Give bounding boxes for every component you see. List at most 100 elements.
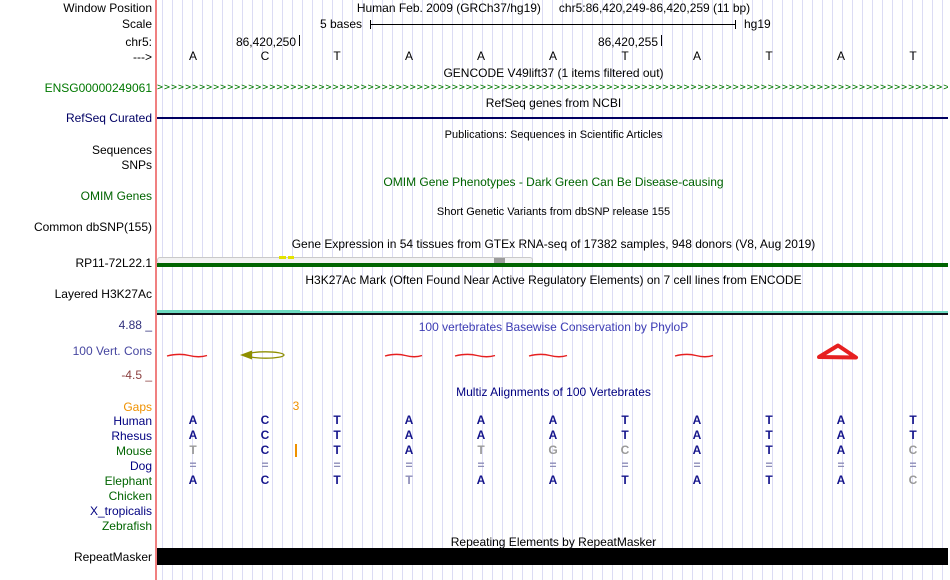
sequence-base: T bbox=[333, 49, 341, 63]
gtex-yellow-mark-1 bbox=[279, 256, 286, 259]
insertion-bar bbox=[295, 444, 297, 457]
label-layered-h3k27ac[interactable]: Layered H3K27Ac bbox=[54, 287, 152, 301]
align-base: A bbox=[836, 428, 846, 442]
label-species-mouse[interactable]: Mouse bbox=[115, 444, 152, 458]
grid-line bbox=[412, 0, 413, 580]
title-refseq: RefSeq genes from NCBI bbox=[485, 96, 622, 110]
label-species-xtropicalis[interactable]: X_tropicalis bbox=[89, 504, 152, 518]
grid-line bbox=[662, 0, 663, 580]
label-omim-genes[interactable]: OMIM Genes bbox=[80, 189, 152, 203]
label-gtex-gene[interactable]: RP11-72L22.1 bbox=[75, 256, 153, 270]
label-sequences[interactable]: Sequences bbox=[91, 143, 152, 157]
grid-line bbox=[162, 0, 163, 580]
grid-line bbox=[222, 0, 223, 580]
grid-line bbox=[492, 0, 493, 580]
align-base: T bbox=[765, 413, 773, 427]
gap-count: 3 bbox=[292, 399, 300, 413]
title-repeatmasker: Repeating Elements by RepeatMasker bbox=[450, 535, 657, 549]
grid-line bbox=[182, 0, 183, 580]
grid-line bbox=[812, 0, 813, 580]
grid-line bbox=[842, 0, 843, 580]
grid-line bbox=[442, 0, 443, 580]
phylop-dip bbox=[166, 353, 208, 358]
label-species-dog[interactable]: Dog bbox=[129, 459, 152, 473]
grid-line bbox=[622, 0, 623, 580]
label-species-rhesus[interactable]: Rhesus bbox=[111, 429, 152, 443]
gtex-range-handle[interactable] bbox=[494, 258, 505, 264]
position-range: chr5:86,420,249-86,420,259 (11 bp) bbox=[558, 1, 751, 15]
grid-line bbox=[292, 0, 293, 580]
align-base: A bbox=[476, 413, 486, 427]
label-species-zebrafish[interactable]: Zebrafish bbox=[101, 519, 152, 533]
align-base: A bbox=[836, 473, 846, 487]
phylop-dip bbox=[674, 353, 714, 358]
grid-line bbox=[942, 0, 943, 580]
label-scale: Scale bbox=[121, 17, 152, 31]
align-base: A bbox=[548, 473, 558, 487]
grid-line bbox=[432, 0, 433, 580]
align-base: C bbox=[908, 443, 918, 457]
label-refseq-curated[interactable]: RefSeq Curated bbox=[65, 111, 152, 125]
grid-line bbox=[202, 0, 203, 580]
align-base: = bbox=[621, 458, 629, 472]
align-base: A bbox=[836, 443, 846, 457]
coord-right: 86,420,255 bbox=[597, 35, 658, 49]
assembly-title: Human Feb. 2009 (GRCh37/hg19) bbox=[356, 1, 541, 15]
gtex-gene-bar[interactable] bbox=[157, 263, 948, 267]
align-base: C bbox=[908, 473, 918, 487]
align-base: T bbox=[189, 443, 197, 457]
grid-line bbox=[732, 0, 733, 580]
label-separator bbox=[155, 0, 157, 580]
grid-line bbox=[892, 0, 893, 580]
gencode-gene-arrows[interactable]: >>>>>>>>>>>>>>>>>>>>>>>>>>>>>>>>>>>>>>>>… bbox=[157, 82, 948, 93]
sequence-base: A bbox=[476, 49, 486, 63]
title-h3k27ac: H3K27Ac Mark (Often Found Near Active Re… bbox=[305, 273, 802, 287]
align-base: A bbox=[404, 413, 414, 427]
align-base: A bbox=[692, 413, 702, 427]
align-base: T bbox=[333, 428, 341, 442]
align-base: A bbox=[692, 443, 702, 457]
grid-line bbox=[382, 0, 383, 580]
label-species-elephant[interactable]: Elephant bbox=[104, 474, 152, 488]
repeatmasker-bar[interactable] bbox=[157, 548, 948, 565]
coord-left: 86,420,250 bbox=[235, 35, 296, 49]
grid-line bbox=[322, 0, 323, 580]
label-species-chicken[interactable]: Chicken bbox=[108, 489, 152, 503]
grid-line bbox=[582, 0, 583, 580]
align-base: C bbox=[260, 413, 270, 427]
sequence-base: T bbox=[621, 49, 629, 63]
align-base: A bbox=[692, 473, 702, 487]
label-snps[interactable]: SNPs bbox=[121, 158, 152, 172]
align-base: T bbox=[333, 473, 341, 487]
refseq-curated-line[interactable] bbox=[157, 117, 948, 119]
grid-line bbox=[252, 0, 253, 580]
align-base: T bbox=[333, 413, 341, 427]
title-gtex: Gene Expression in 54 tissues from GTEx … bbox=[291, 237, 816, 251]
grid-line bbox=[192, 0, 193, 580]
grid-line bbox=[702, 0, 703, 580]
coord-left-tick bbox=[299, 35, 300, 46]
title-publications: Publications: Sequences in Scientific Ar… bbox=[444, 129, 663, 141]
phylop-peak bbox=[817, 343, 858, 360]
h3k27ac-signal-thick[interactable] bbox=[157, 310, 300, 313]
label-100-vert-cons[interactable]: 100 Vert. Cons bbox=[72, 344, 152, 358]
grid-line bbox=[912, 0, 913, 580]
label-common-dbsnp[interactable]: Common dbSNP(155) bbox=[33, 220, 152, 234]
grid-line bbox=[652, 0, 653, 580]
label-species-human[interactable]: Human bbox=[113, 414, 152, 428]
align-base: = bbox=[477, 458, 485, 472]
grid-line bbox=[462, 0, 463, 580]
label-repeatmasker[interactable]: RepeatMasker bbox=[73, 550, 152, 564]
grid-line bbox=[632, 0, 633, 580]
align-base: = bbox=[405, 458, 413, 472]
label-gencode-gene[interactable]: ENSG00000249061 bbox=[44, 81, 152, 95]
align-base: T bbox=[765, 428, 773, 442]
grid-line bbox=[392, 0, 393, 580]
grid-line bbox=[272, 0, 273, 580]
label-gaps[interactable]: Gaps bbox=[123, 400, 152, 414]
align-base: T bbox=[621, 413, 629, 427]
h3k27ac-signal-thin[interactable] bbox=[300, 311, 948, 313]
align-base: A bbox=[188, 473, 198, 487]
grid-line bbox=[922, 0, 923, 580]
